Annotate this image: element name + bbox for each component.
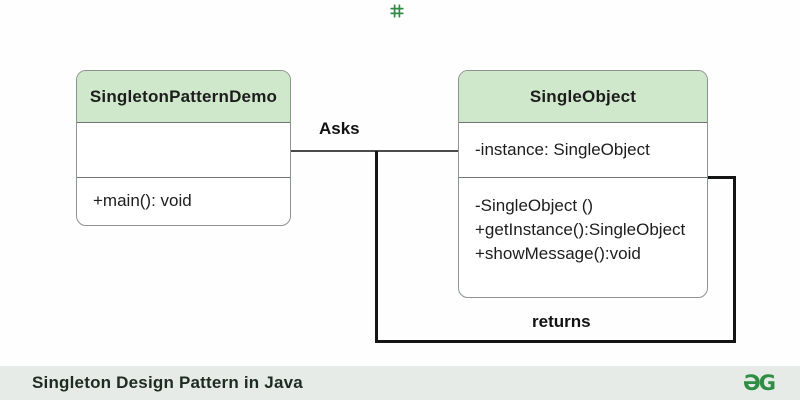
returns-path-segment-left-vertical xyxy=(375,151,378,343)
returns-path-segment-right-vertical xyxy=(733,176,736,343)
returns-path-segment-right-stub xyxy=(708,176,736,179)
footer-title: Singleton Design Pattern in Java xyxy=(32,373,303,392)
method-item: +showMessage():void xyxy=(475,244,641,263)
class-methods: +main(): void xyxy=(77,178,290,225)
class-name-header: SingleObject xyxy=(459,71,707,123)
method-item: +getInstance():SingleObject xyxy=(475,220,686,239)
asks-association-line xyxy=(291,150,458,152)
returns-edge-label: returns xyxy=(532,312,591,331)
footer-bar: Singleton Design Pattern in Java ƏG xyxy=(0,366,800,400)
class-name-header: SingletonPatternDemo xyxy=(77,71,290,123)
class-name: SingletonPatternDemo xyxy=(89,86,278,106)
attribute-item: -instance: SingleObject xyxy=(475,140,650,159)
class-attributes-empty xyxy=(77,123,290,178)
uml-class-singletonpatterndemo: SingletonPatternDemo +main(): void xyxy=(76,70,291,226)
class-methods: -SingleObject () +getInstance():SingleOb… xyxy=(459,178,707,297)
class-name: SingleObject xyxy=(529,86,637,106)
grid-icon xyxy=(390,4,404,18)
method-item: -SingleObject () xyxy=(475,196,594,215)
geeksforgeeks-logo: ƏG xyxy=(742,370,776,395)
class-attributes: -instance: SingleObject xyxy=(459,123,707,178)
uml-class-singleobject: SingleObject -instance: SingleObject -Si… xyxy=(458,70,708,298)
method-item: +main(): void xyxy=(93,190,192,210)
returns-path-segment-bottom xyxy=(375,340,736,343)
asks-edge-label: Asks xyxy=(319,119,360,138)
